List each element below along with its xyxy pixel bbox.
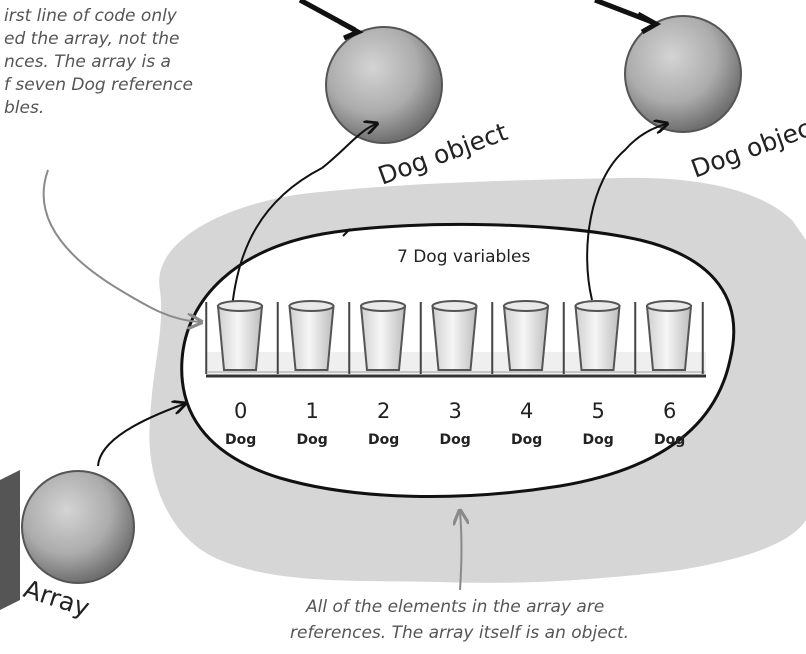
- cup-icon: [502, 305, 550, 371]
- array-object: Array: [0, 470, 135, 623]
- bottom-note-arrow: [460, 512, 462, 591]
- top-note-line-4: f seven Dog reference: [4, 75, 193, 95]
- cup-rim: [217, 300, 263, 312]
- array-title: 7 Dog variables: [397, 247, 530, 267]
- slot0-to-dog1-arrow: [231, 124, 376, 309]
- array-to-oval-arrow: [97, 404, 184, 467]
- slot-type-label: Dog: [297, 432, 328, 448]
- top-note: irst line of code only ed the array, not…: [4, 6, 193, 118]
- slot-type-label: Dog: [511, 432, 542, 448]
- slot-index-label: 3: [449, 399, 462, 423]
- slot-type-label: Dog: [440, 432, 471, 448]
- slot5-to-dog2-arrow: [586, 124, 666, 301]
- cup-rim: [503, 300, 549, 312]
- dog-object-2: Dog object: [624, 15, 806, 184]
- cup-icon: [288, 305, 335, 371]
- bottom-note: All of the elements in the array are ref…: [290, 597, 629, 643]
- sphere-icon: [21, 470, 135, 584]
- slot-index-label: 1: [306, 399, 319, 423]
- top-note-line-3: nces. The array is a: [4, 52, 171, 72]
- dog-object-1: Dog object: [325, 26, 511, 191]
- slot-type-label: Dog: [368, 432, 399, 448]
- top-note-line-5: bles.: [4, 98, 44, 118]
- sphere-icon: [325, 26, 443, 144]
- bottom-note-line-1: All of the elements in the array are: [305, 597, 604, 617]
- slot-index-label: 4: [520, 399, 533, 423]
- cup-icon: [359, 305, 407, 371]
- slot-index-label: 0: [234, 399, 247, 423]
- top-note-line-1: irst line of code only: [4, 6, 178, 26]
- cup-icon: [216, 305, 264, 371]
- slot-index-label: 6: [663, 399, 676, 423]
- cup-rim: [574, 300, 621, 312]
- cup-rim: [431, 300, 478, 312]
- top-note-line-2: ed the array, not the: [4, 29, 179, 49]
- slot-type-label: Dog: [225, 432, 256, 448]
- slot-index-label: 5: [592, 399, 605, 423]
- slot-index-label: 2: [377, 399, 390, 423]
- slot-type-label: Dog: [654, 432, 685, 448]
- top-note-arrow: [42, 169, 200, 322]
- cup-rim: [288, 300, 335, 312]
- cup-rim: [360, 300, 406, 312]
- cup-icon: [431, 305, 478, 371]
- cup-icon: [645, 305, 693, 371]
- slot-type-label: Dog: [583, 432, 614, 448]
- sphere-icon: [624, 15, 742, 133]
- bottom-note-line-2: references. The array itself is an objec…: [290, 623, 629, 643]
- cup-icon: [574, 305, 621, 371]
- cup-rim: [646, 300, 692, 312]
